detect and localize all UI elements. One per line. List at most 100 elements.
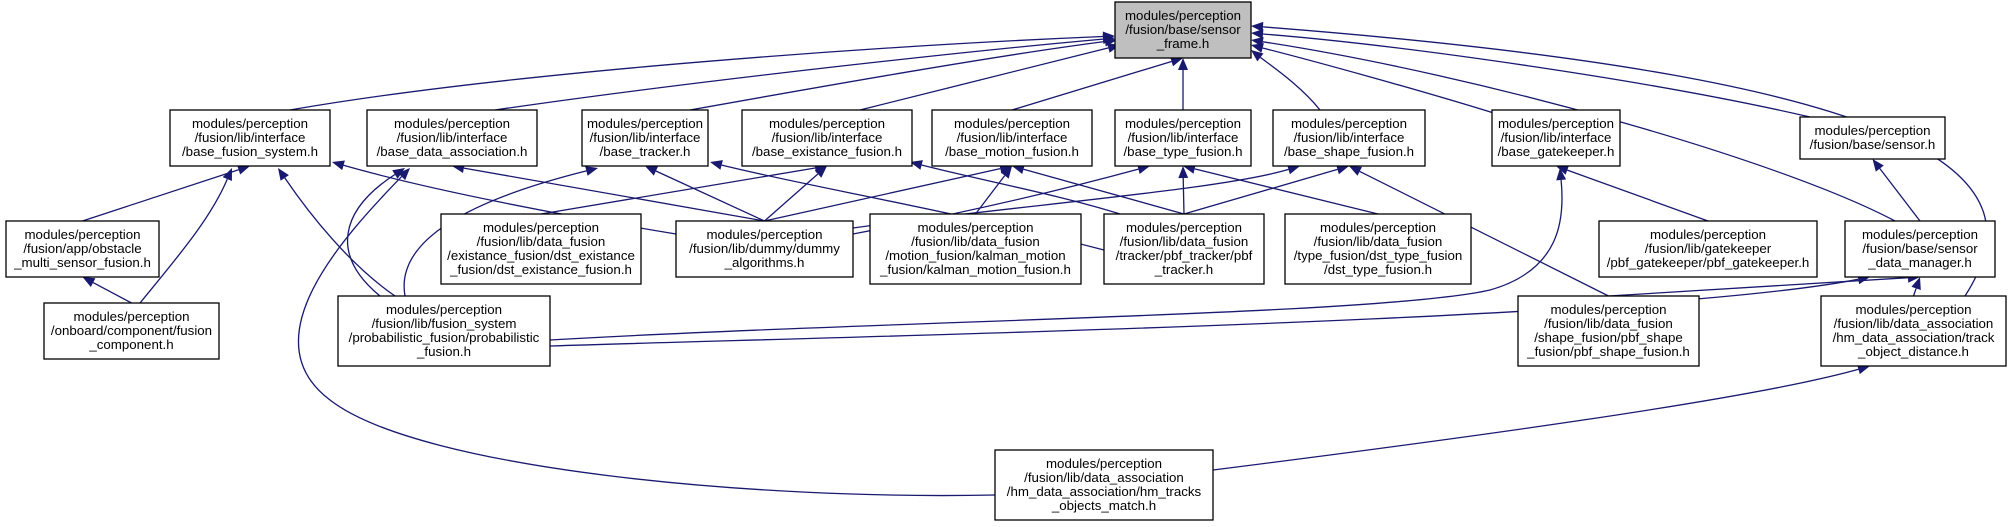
node-label-line: /fusion/lib/fusion_system <box>372 316 517 331</box>
edge-fusion_component-to-obstacle_multi_sensor_fusion <box>82 277 132 304</box>
node-base_gatekeeper[interactable]: modules/perception/fusion/lib/interface/… <box>1491 109 1621 167</box>
arrowhead-icon <box>1178 166 1189 179</box>
edge-line <box>1183 168 1338 215</box>
edge-line <box>655 170 765 222</box>
edge-base_shape_fusion-to-root <box>1251 50 1321 111</box>
edge-line <box>82 169 239 222</box>
node-label-line: _multi_sensor_fusion.h <box>13 255 151 270</box>
node-label-line: modules/perception <box>769 116 885 131</box>
node-base_fusion_system[interactable]: modules/perception/fusion/lib/interface/… <box>169 109 331 167</box>
arrowhead-icon <box>1000 166 1012 179</box>
node-label-line: /fusion/lib/data_fusion <box>1120 234 1249 249</box>
arrowhead-icon <box>1251 36 1264 47</box>
arrowhead-icon <box>1137 164 1150 174</box>
node-base_data_association[interactable]: modules/perception/fusion/lib/interface/… <box>366 109 538 167</box>
arrowhead-icon <box>222 168 232 181</box>
node-label-line: /fusion/lib/interface <box>957 130 1068 145</box>
edge-line <box>540 167 816 215</box>
node-label-line: /base_tracker.h <box>600 144 691 159</box>
edge-line <box>92 282 132 304</box>
node-dst_existance_fusion[interactable]: modules/perception/fusion/lib/data_fusio… <box>440 213 642 285</box>
node-label-line: _algorithms.h <box>724 255 805 270</box>
edge-pbf_tracker-to-base_shape_fusion <box>1183 164 1349 215</box>
node-box <box>337 295 551 367</box>
edge-dummy_algorithms-to-base_data_association <box>452 163 765 222</box>
node-probabilistic_fusion[interactable]: modules/perception/fusion/lib/fusion_sys… <box>337 295 551 367</box>
node-label-line: _tracker.h <box>1154 262 1213 277</box>
edge-sensor_h-to-root <box>1251 29 1811 118</box>
node-label-line: modules/perception <box>1862 227 1978 242</box>
arrowhead-icon <box>710 160 723 170</box>
node-box <box>994 449 1214 521</box>
arrowhead-icon <box>1251 29 1264 39</box>
edge-obstacle_multi_sensor_fusion-to-base_fusion_system <box>82 165 250 222</box>
node-box <box>1820 295 2007 367</box>
arrowhead-icon <box>237 165 250 175</box>
node-dst_type_fusion[interactable]: modules/perception/fusion/lib/data_fusio… <box>1284 213 1472 285</box>
node-pbf_gatekeeper[interactable]: modules/perception/fusion/lib/gatekeeper… <box>1598 220 1818 278</box>
arrowhead-icon <box>585 166 598 176</box>
edge-line <box>764 173 819 222</box>
node-label-line: _fusion/dst_existance_fusion.h <box>449 262 632 277</box>
node-root[interactable]: modules/perception/fusion/base/sensor_fr… <box>1114 1 1252 59</box>
node-label-line: /fusion/lib/data_fusion <box>1544 316 1673 331</box>
node-label-line: /pbf_gatekeeper/pbf_gatekeeper.h <box>1607 255 1810 270</box>
node-base_existance_fusion[interactable]: modules/perception/fusion/lib/interface/… <box>741 109 913 167</box>
node-label-line: /fusion/lib/data_fusion <box>1314 234 1443 249</box>
node-base_tracker[interactable]: modules/perception/fusion/lib/interface/… <box>581 109 709 167</box>
edge-line <box>689 40 1106 111</box>
node-kalman_motion_fusion[interactable]: modules/perception/fusion/lib/data_fusio… <box>869 213 1082 285</box>
edge-base_existance_fusion-to-root <box>859 43 1120 111</box>
node-label-line: modules/perception <box>1814 123 1930 138</box>
edge-dummy_algorithms-to-base_tracker <box>645 166 765 222</box>
node-base_type_fusion[interactable]: modules/perception/fusion/lib/interface/… <box>1114 109 1252 167</box>
node-label-line: modules/perception <box>1498 116 1614 131</box>
node-label-line: /fusion/lib/interface <box>1128 130 1239 145</box>
arrowhead-icon <box>1287 164 1300 175</box>
arrowhead-icon <box>1556 165 1569 175</box>
edge-line <box>289 35 1104 111</box>
node-base_shape_fusion[interactable]: modules/perception/fusion/lib/interface/… <box>1272 109 1426 167</box>
node-obstacle_multi_sensor_fusion[interactable]: modules/perception/fusion/app/obstacle_m… <box>5 220 160 278</box>
edge-line <box>549 278 1859 347</box>
node-box <box>581 109 709 167</box>
node-hm_tracks_objects_match[interactable]: modules/perception/fusion/lib/data_assoc… <box>994 449 1214 521</box>
node-label-line: /fusion/lib/gatekeeper <box>1645 241 1772 256</box>
arrowhead-icon <box>1911 277 1921 290</box>
node-box <box>169 109 331 167</box>
node-label-line: modules/perception <box>1855 302 1971 317</box>
node-dummy_algorithms[interactable]: modules/perception/fusion/lib/dummy/dumm… <box>675 220 854 278</box>
arrowhead-icon <box>1556 168 1567 181</box>
edge-line <box>1212 368 1859 471</box>
node-box <box>1272 109 1426 167</box>
edge-line <box>1608 277 1909 297</box>
node-pbf_shape_fusion[interactable]: modules/perception/fusion/lib/data_fusio… <box>1517 295 1700 367</box>
node-fusion_component[interactable]: modules/perception/onboard/component/fus… <box>43 302 220 360</box>
node-label-line: modules/perception <box>386 302 502 317</box>
node-pbf_tracker[interactable]: modules/perception/fusion/lib/data_fusio… <box>1103 213 1265 285</box>
edge-base_motion_fusion-to-root <box>1011 56 1183 111</box>
node-label-line: /fusion/lib/interface <box>195 130 306 145</box>
node-label-line: modules/perception <box>1046 456 1162 471</box>
node-base_motion_fusion[interactable]: modules/perception/fusion/lib/interface/… <box>931 109 1093 167</box>
node-label-line: modules/perception <box>24 227 140 242</box>
node-label-line: /motion_fusion/kalman_motion <box>885 248 1065 263</box>
node-label-line: /fusion/lib/data_association <box>1834 316 1994 331</box>
edge-base_type_fusion-to-root <box>1178 58 1188 110</box>
node-track_object_distance[interactable]: modules/perception/fusion/lib/data_assoc… <box>1820 295 2007 367</box>
node-label-line: modules/perception <box>192 116 308 131</box>
node-box <box>366 109 538 167</box>
edge-line <box>1194 168 1379 215</box>
arrowhead-icon <box>1012 164 1025 174</box>
node-sensor_data_manager[interactable]: modules/perception/fusion/base/sensor_da… <box>1844 220 1996 278</box>
node-label-line: /tracker/pbf_tracker/pbf <box>1116 248 1253 263</box>
edge-line <box>463 167 765 222</box>
node-label-line: /fusion/base/sensor <box>1125 22 1241 37</box>
node-label-line: modules/perception <box>1650 227 1766 242</box>
node-label-line: _frame.h <box>1156 36 1209 51</box>
edge-dummy_algorithms-to-base_existance_fusion <box>764 166 827 222</box>
node-box <box>931 109 1093 167</box>
arrowhead-icon <box>1349 166 1362 176</box>
node-sensor_h[interactable]: modules/perception/fusion/base/sensor.h <box>1799 116 1946 160</box>
